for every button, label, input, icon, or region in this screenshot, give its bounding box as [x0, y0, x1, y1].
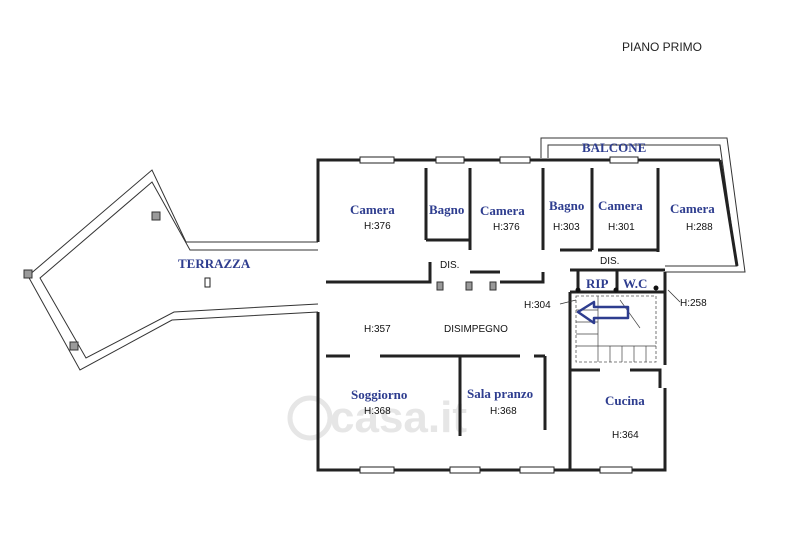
height-h258: H:258 [680, 298, 707, 309]
terrazza-area [23, 169, 319, 371]
label-camera-2: Camera [480, 203, 525, 218]
label-terrazza: TERRAZZA [178, 256, 251, 271]
label-bagno-1: Bagno [429, 202, 464, 217]
interior-walls [326, 168, 665, 470]
label-camera-1: Camera [350, 202, 395, 217]
height-sala-pranzo: H:368 [490, 406, 517, 417]
outer-walls [316, 156, 739, 474]
height-camera-2: H:376 [493, 222, 520, 233]
staircase [575, 295, 657, 363]
label-cucina: Cucina [605, 393, 645, 408]
watermark: casa.it [330, 393, 467, 442]
balcone-area [540, 137, 746, 273]
label-dis-2: DIS. [600, 256, 619, 267]
height-h304: H:304 [524, 300, 551, 311]
label-camera-3: Camera [598, 198, 643, 213]
plan-title: PIANO PRIMO [622, 40, 702, 54]
watermark-logo [287, 395, 333, 441]
label-sala-pranzo: Sala pranzo [467, 386, 533, 401]
label-rip: RIP [586, 276, 608, 291]
label-dis-1: DIS. [440, 260, 459, 271]
label-disimpegno: DISIMPEGNO [444, 324, 508, 335]
label-camera-4: Camera [670, 201, 715, 216]
height-bagno-2: H:303 [553, 222, 580, 233]
height-soggiorno: H:368 [364, 406, 391, 417]
label-soggiorno: Soggiorno [351, 387, 407, 402]
height-camera-4: H:288 [686, 222, 713, 233]
label-wc: W.C [623, 276, 647, 291]
entrance-arrow-icon [576, 300, 630, 325]
height-camera-3: H:301 [608, 222, 635, 233]
height-cucina: H:364 [612, 430, 639, 441]
label-balcone: BALCONE [582, 140, 646, 155]
height-camera-1: H:376 [364, 221, 391, 232]
label-bagno-2: Bagno [549, 198, 584, 213]
height-disimpegno: H:357 [364, 324, 391, 335]
